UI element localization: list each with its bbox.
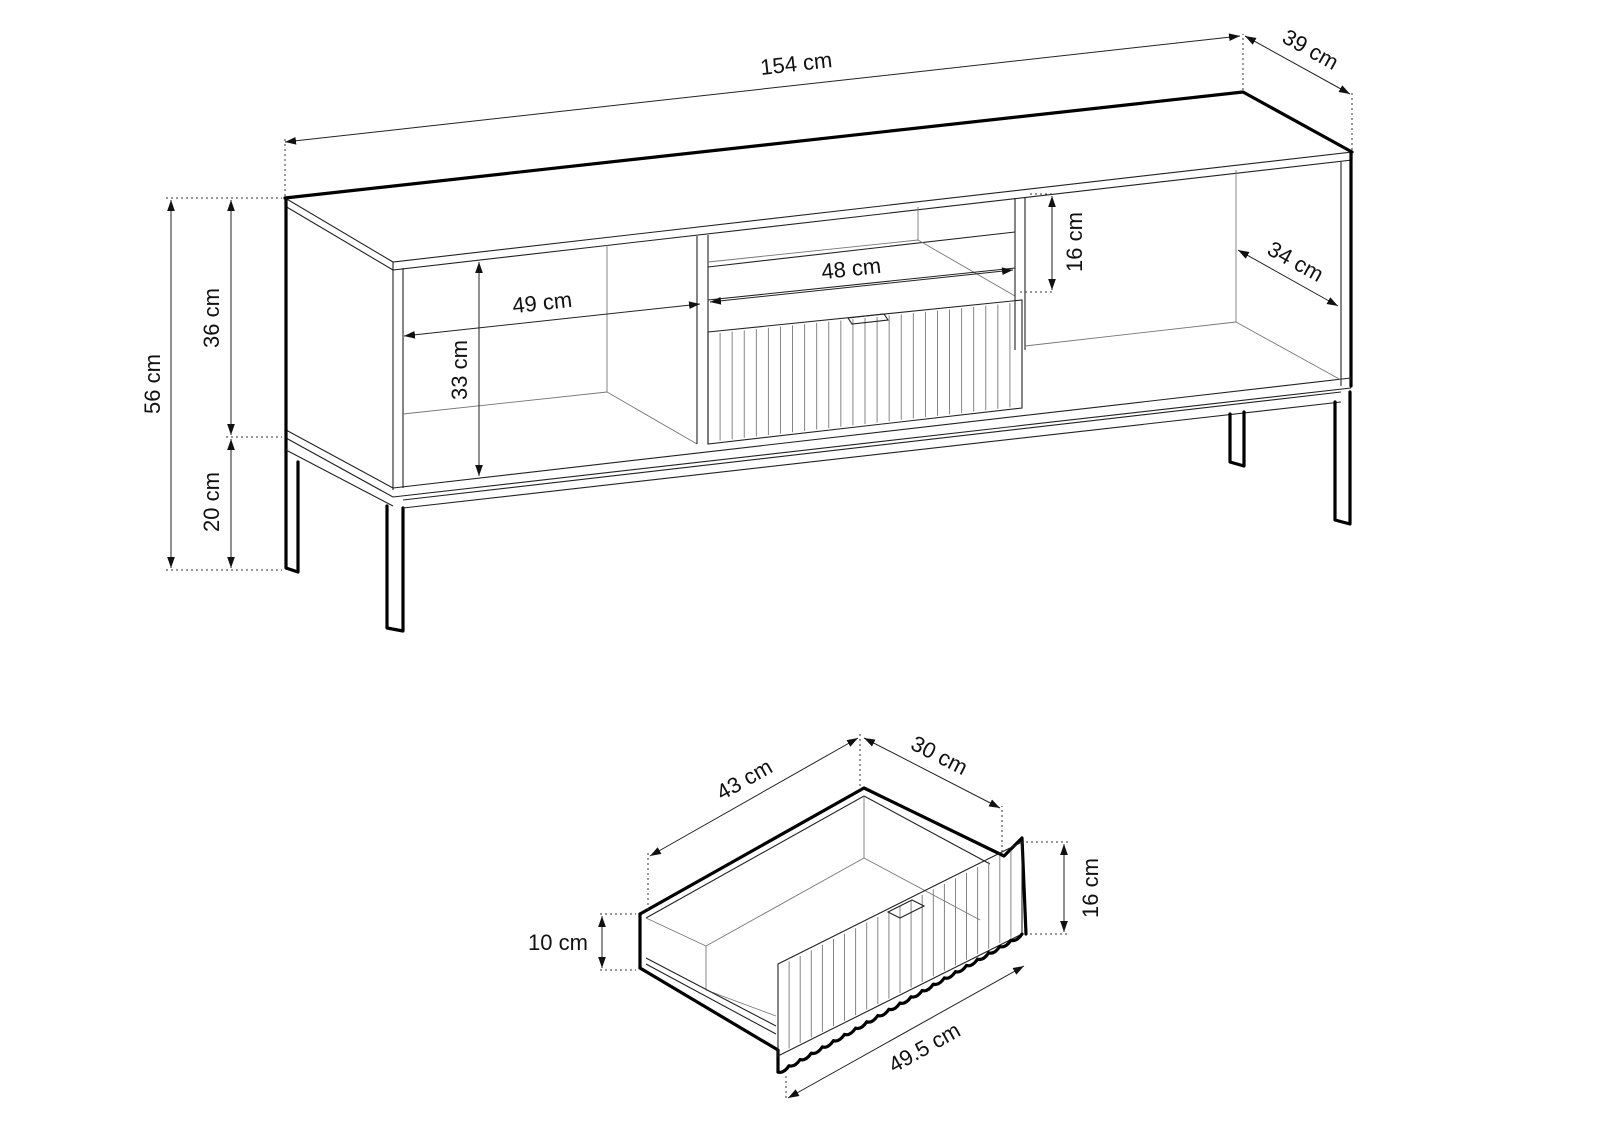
dim-line-39 (1244, 35, 1351, 95)
label-middle-height: 16 cm (1062, 212, 1087, 272)
drawer-dimensions: 43 cm 30 cm 16 cm 10 cm 49.5 cm (528, 731, 1103, 1100)
dim-line-34 (1237, 249, 1339, 307)
cabinet-top-panel (283, 91, 1354, 263)
drawer-drawing (638, 786, 1028, 1074)
label-drawer-length: 43 cm (712, 754, 776, 805)
dim-line-49-5 (787, 965, 1025, 1099)
label-drawer-front-width: 49.5 cm (884, 1017, 964, 1077)
cabinet-drawer-front (707, 299, 1023, 445)
dim-line-43 (649, 737, 859, 857)
drawer-handle (847, 313, 889, 325)
drawer-front-flutes (788, 850, 1012, 1049)
label-height-body: 36 cm (199, 288, 224, 348)
dim-line-30 (863, 737, 1001, 809)
drawer-front-handle (886, 899, 926, 919)
cabinet-bottom-front (392, 377, 1352, 489)
cabinet-top-back-edge (283, 90, 1354, 200)
label-compartment-height: 33 cm (447, 340, 472, 400)
label-compartment-width: 49 cm (511, 287, 573, 318)
label-height-total: 56 cm (140, 354, 165, 414)
middle-niche-shelf (707, 231, 1016, 268)
label-drawer-front-height: 16 cm (1078, 858, 1103, 918)
label-width-top: 154 cm (759, 47, 833, 80)
label-height-legs: 20 cm (199, 472, 224, 532)
dim-line-154 (284, 33, 1241, 145)
drawer-outline (638, 786, 1028, 936)
drawer-flutes (719, 303, 1011, 441)
dim-line-48 (709, 267, 1014, 305)
label-middle-width: 48 cm (820, 253, 882, 284)
cabinet-legs (284, 390, 1352, 633)
cabinet-dimensions: 154 cm 39 cm 56 cm 36 cm 20 cm 33 cm 49 … (140, 24, 1353, 571)
label-inner-depth: 34 cm (1263, 236, 1328, 287)
label-drawer-depth: 30 cm (907, 731, 972, 780)
dim-line-49 (403, 301, 701, 339)
label-drawer-side-height: 10 cm (528, 930, 588, 955)
cabinet-drawing (283, 90, 1354, 633)
label-depth-top: 39 cm (1278, 24, 1343, 75)
